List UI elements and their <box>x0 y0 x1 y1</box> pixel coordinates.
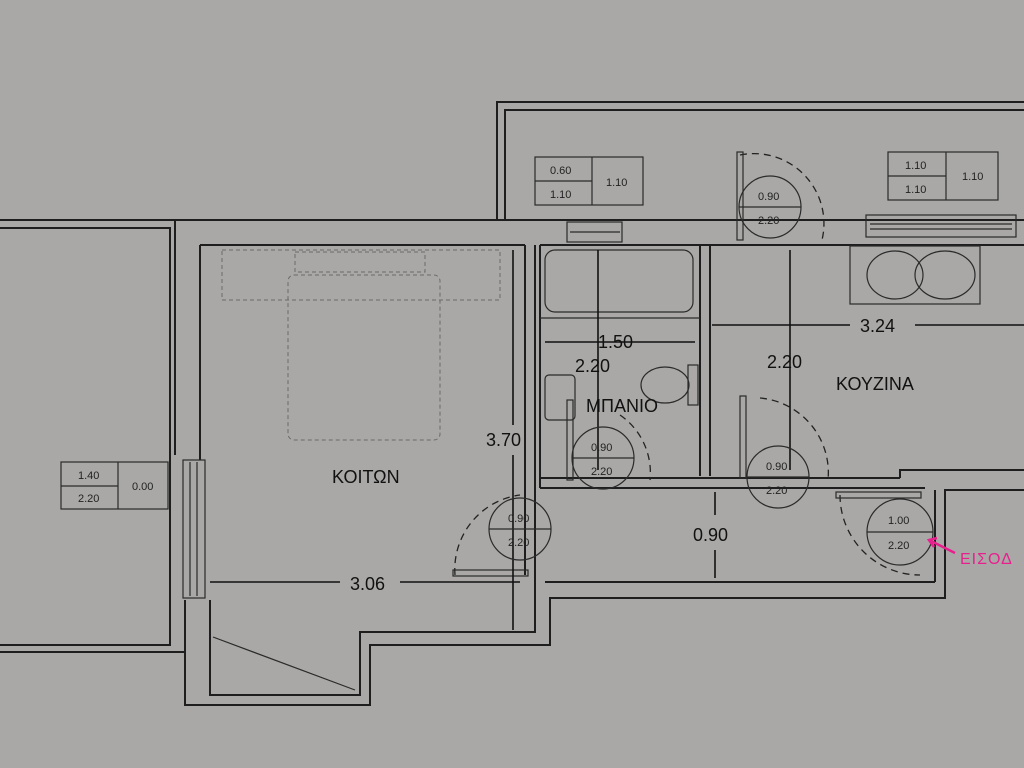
svg-text:1.10: 1.10 <box>962 171 983 183</box>
room-label-bathroom: ΜΠΑΝΙΟ <box>586 396 658 416</box>
toilet <box>640 366 690 404</box>
window-tag: 0.60 1.10 1.10 <box>534 156 644 206</box>
svg-text:2.20: 2.20 <box>508 537 529 549</box>
dim-kitchen-height: 2.20 <box>767 352 802 372</box>
dim-bath-width: 1.50 <box>598 332 633 352</box>
bathtub <box>544 249 694 313</box>
walls <box>0 101 1024 706</box>
door-tag: 0.90 2.20 <box>488 497 552 561</box>
dim-bath-height: 2.20 <box>575 356 610 376</box>
svg-text:1.10: 1.10 <box>905 160 926 172</box>
svg-text:1.10: 1.10 <box>550 189 571 201</box>
window-tag: 1.10 1.10 1.10 <box>887 151 999 201</box>
svg-text:0.00: 0.00 <box>132 481 153 493</box>
svg-text:1.10: 1.10 <box>905 184 926 196</box>
svg-text:2.20: 2.20 <box>758 215 779 227</box>
room-label-bedroom: ΚΟΙΤΩΝ <box>332 467 400 487</box>
entrance-annotation: ΕΙΣΟΔ <box>926 536 1013 568</box>
svg-text:0.90: 0.90 <box>591 442 612 454</box>
arrow-icon <box>928 538 956 555</box>
svg-text:2.20: 2.20 <box>591 466 612 478</box>
sink <box>544 374 576 421</box>
svg-text:2.20: 2.20 <box>766 485 787 497</box>
dim-bedroom-length: 3.70 <box>486 430 521 450</box>
room-label-kitchen: ΚΟΥΖΙΝΑ <box>836 374 914 394</box>
dim-bedroom-width: 3.06 <box>350 574 385 594</box>
kitchen-sink <box>849 245 981 305</box>
svg-text:0.90: 0.90 <box>766 461 787 473</box>
svg-text:1.40: 1.40 <box>78 470 99 482</box>
svg-text:0.90: 0.90 <box>508 513 529 525</box>
dim-corridor-width: 0.90 <box>693 525 728 545</box>
door-tag: 0.90 2.20 <box>571 426 635 490</box>
svg-text:0.90: 0.90 <box>758 191 779 203</box>
svg-text:1.00: 1.00 <box>888 515 909 527</box>
doors <box>452 151 922 577</box>
svg-text:2.20: 2.20 <box>78 493 99 505</box>
window-tag: 1.40 2.20 0.00 <box>60 461 169 510</box>
door-tag: 0.90 2.20 <box>738 175 802 239</box>
dimension-lines <box>210 250 1024 630</box>
door-tag: 0.90 2.20 <box>746 445 810 509</box>
entrance-label: ΕΙΣΟΔ <box>960 551 1013 568</box>
furniture <box>221 245 981 441</box>
svg-text:2.20: 2.20 <box>888 540 909 552</box>
door-tag: 1.00 2.20 <box>866 498 934 566</box>
svg-text:1.10: 1.10 <box>606 177 627 189</box>
dim-kitchen-width: 3.24 <box>860 316 895 336</box>
svg-text:0.60: 0.60 <box>550 165 571 177</box>
